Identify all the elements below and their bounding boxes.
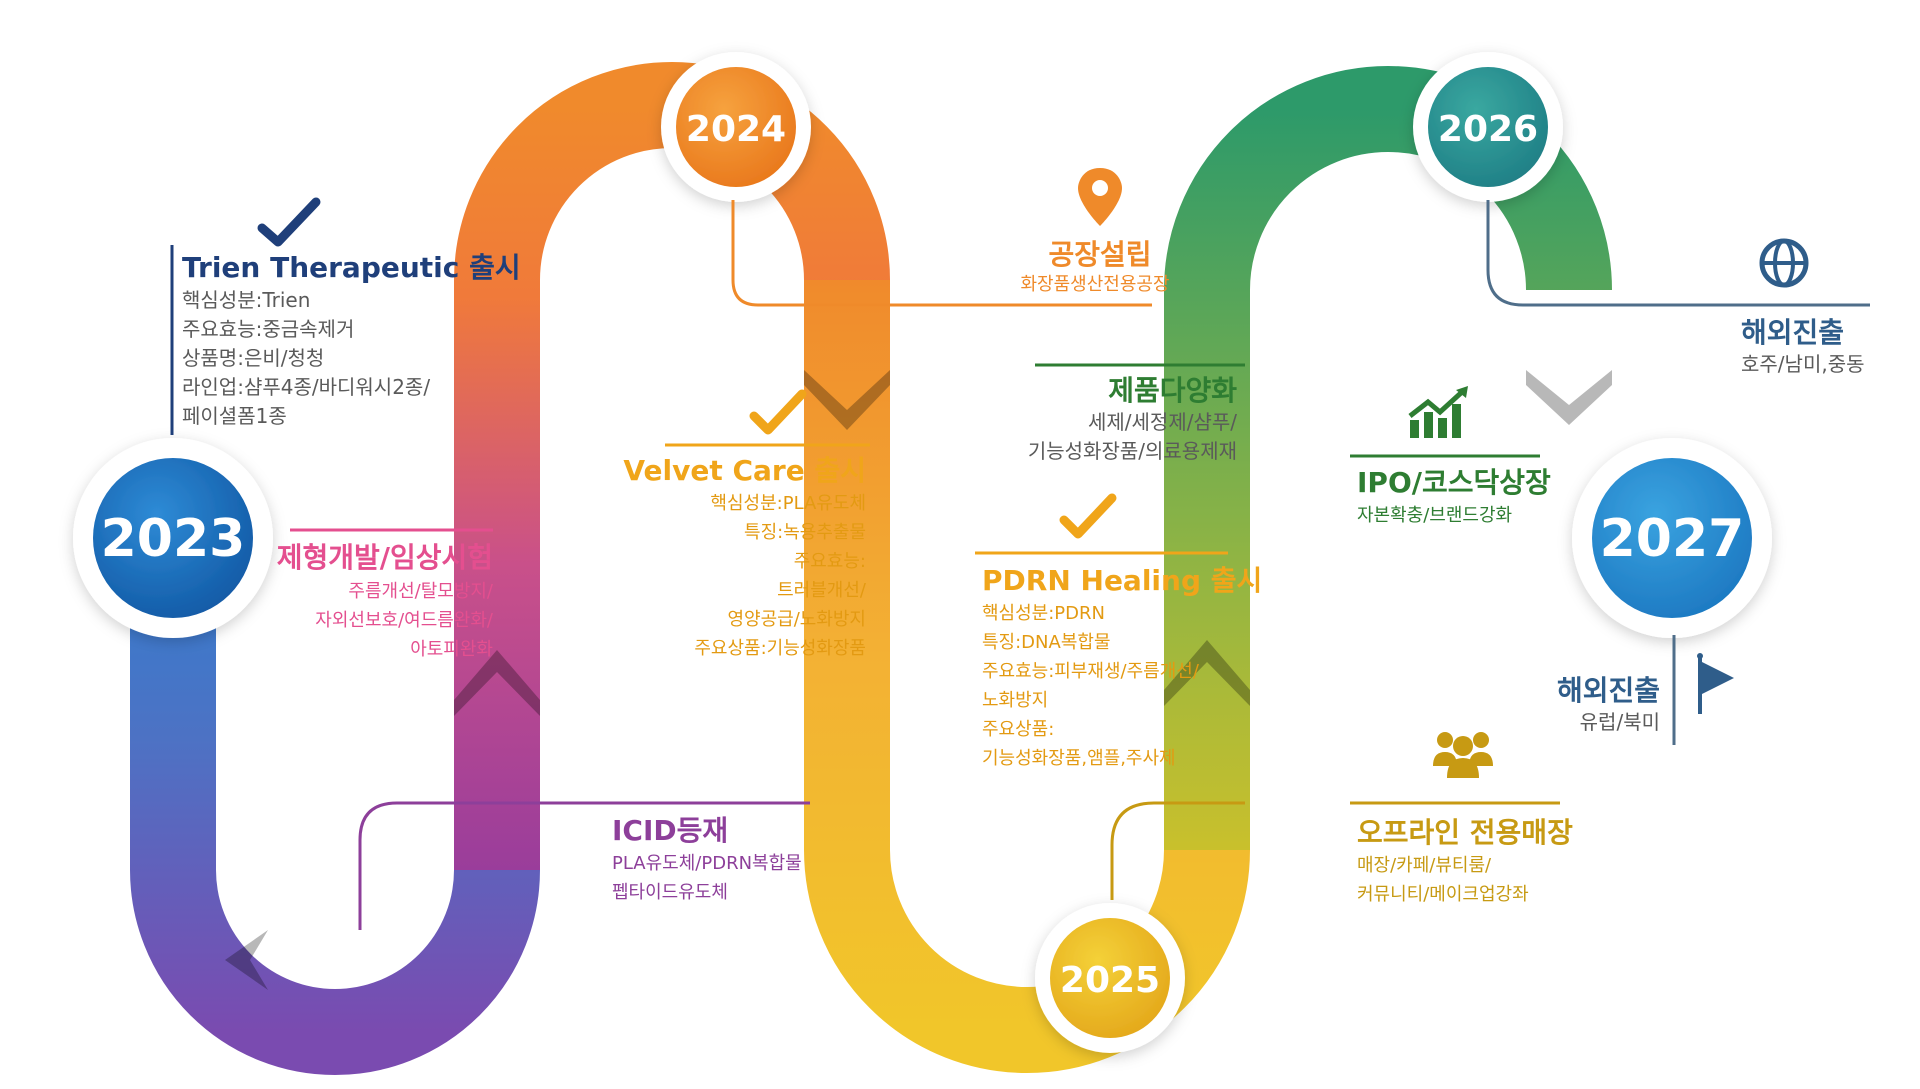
road-path — [130, 62, 1612, 1075]
factory-title: 공장설립 — [1048, 238, 1151, 271]
milestone-diversify: 제품다양화 세제/세정제/샴푸/ 기능성화장품/의료용제재 — [1028, 374, 1237, 463]
chevron-up-icon — [1164, 640, 1250, 706]
trien-line: 주요효능:중금속제거 — [182, 317, 354, 341]
year-badge-2025: 2025 — [1035, 903, 1185, 1053]
overseas2-title: 해외진출 — [1557, 674, 1660, 707]
year-label-2026: 2026 — [1438, 109, 1538, 150]
chevron-down-icon — [1526, 370, 1612, 425]
milestone-pdrn: PDRN Healing 출시 핵심성분:PDRN 특징:DNA복합물 주요효능… — [982, 564, 1262, 769]
formulation-line: 아토피완화 — [410, 639, 493, 660]
velvet-line: 핵심성분:PLA유도체 — [710, 493, 866, 514]
globe-icon — [1759, 238, 1809, 288]
year-badge-2027: 2027 — [1572, 438, 1772, 638]
ipo-title: IPO/코스닥상장 — [1357, 466, 1551, 499]
year-badge-2024: 2024 — [661, 52, 811, 202]
pdrn-line: 노화방지 — [982, 690, 1048, 711]
icid-title: ICID등재 — [612, 814, 728, 847]
velvet-title: Velvet Care 출시 — [623, 454, 866, 487]
chevron-up-icon — [454, 650, 540, 716]
checkmark-icon — [749, 389, 807, 435]
milestone-offline: 오프라인 전용매장 매장/카페/뷰티룸/ 커뮤니티/메이크업강좌 — [1357, 816, 1573, 905]
factory-connector — [731, 200, 1152, 307]
pdrn-bottom-connector — [1110, 801, 1245, 900]
diversify-title: 제품다양화 — [1108, 374, 1237, 407]
diversify-line: 세제/세정제/샴푸/ — [1088, 410, 1237, 434]
pdrn-line: 주요상품: — [982, 719, 1054, 740]
growth-chart-icon — [1408, 386, 1468, 438]
trien-line: 라인업:샴푸4종/바디워시2종/ — [182, 375, 430, 399]
velvet-line: 영양공급/노화방지 — [727, 609, 866, 630]
offline-title: 오프라인 전용매장 — [1357, 816, 1573, 849]
pdrn-title: PDRN Healing 출시 — [982, 564, 1262, 597]
chevron-left-icon — [225, 930, 268, 990]
formulation-line: 자외선보호/여드름완화/ — [315, 610, 494, 631]
trien-line: 핵심성분:Trien — [182, 288, 310, 312]
icid-line: PLA유도체/PDRN복합물 — [612, 853, 802, 874]
overseas1-title: 해외진출 — [1741, 316, 1844, 349]
overseas2-line: 유럽/북미 — [1580, 710, 1660, 734]
trien-line: 페이셜폼1종 — [182, 404, 287, 428]
milestone-overseas-1: 해외진출 호주/남미,중동 — [1741, 316, 1865, 376]
people-group-icon — [1433, 732, 1493, 778]
year-label-2024: 2024 — [686, 109, 786, 150]
diversify-line: 기능성화장품/의료용제재 — [1028, 439, 1237, 463]
pdrn-line: 기능성화장품,앰플,주사제 — [982, 748, 1176, 769]
year-label-2027: 2027 — [1600, 509, 1745, 569]
overseas1-line: 호주/남미,중동 — [1741, 352, 1865, 376]
formulation-title: 제형개발/임상시험 — [277, 541, 493, 574]
checkmark-icon — [1059, 493, 1117, 539]
milestone-factory: 공장설립 화장품생산전용공장 — [1020, 238, 1169, 295]
pdrn-line: 특징:DNA복합물 — [982, 632, 1111, 653]
velvet-line: 트러블개선/ — [777, 580, 867, 601]
milestone-overseas-2: 해외진출 유럽/북미 — [1557, 674, 1660, 734]
road-chevrons — [225, 370, 1612, 990]
location-pin-icon — [1078, 168, 1122, 226]
milestone-velvet: Velvet Care 출시 핵심성분:PLA유도체 특징:녹용추출물 주요효능… — [623, 454, 867, 659]
ipo-line: 자본확충/브랜드강화 — [1357, 505, 1512, 526]
chevron-down-icon — [804, 370, 890, 430]
flag-icon — [1697, 653, 1734, 714]
year-badge-2026: 2026 — [1413, 52, 1563, 202]
road-segment-2023-2024 — [454, 62, 890, 870]
road-segment-2024-2025 — [804, 280, 1250, 1073]
trien-line: 상품명:은비/청청 — [182, 346, 324, 370]
pdrn-line: 핵심성분:PDRN — [982, 603, 1105, 624]
velvet-line: 주요효능: — [794, 551, 866, 572]
connector-lines — [170, 200, 1870, 930]
pdrn-line: 주요효능:피부재생/주름개선/ — [982, 661, 1200, 682]
milestone-trien: Trien Therapeutic 출시 핵심성분:Trien 주요효능:중금속… — [182, 251, 521, 428]
icid-connector — [358, 801, 810, 930]
year-label-2023: 2023 — [101, 509, 246, 569]
milestone-ipo: IPO/코스닥상장 자본확충/브랜드강화 — [1357, 466, 1551, 526]
road-segment-2023 — [130, 500, 540, 1075]
road-segment-2025-2026 — [1164, 66, 1612, 850]
factory-line: 화장품생산전용공장 — [1020, 274, 1169, 295]
milestone-formulation: 제형개발/임상시험 주름개선/탈모방지/ 자외선보호/여드름완화/ 아토피완화 — [277, 541, 494, 660]
milestone-icid: ICID등재 PLA유도체/PDRN복합물 펩타이드유도체 — [612, 814, 802, 903]
overseas1-connector — [1486, 200, 1870, 307]
velvet-line: 특징:녹용추출물 — [744, 522, 866, 543]
year-label-2025: 2025 — [1060, 960, 1160, 1001]
offline-line: 커뮤니티/메이크업강좌 — [1357, 884, 1529, 905]
offline-line: 매장/카페/뷰티룸/ — [1357, 855, 1492, 876]
checkmark-icon — [257, 197, 321, 247]
velvet-line: 주요상품:기능성화장품 — [694, 638, 866, 659]
formulation-line: 주름개선/탈모방지/ — [348, 581, 494, 602]
icid-line: 펩타이드유도체 — [612, 882, 728, 903]
trien-title: Trien Therapeutic 출시 — [182, 251, 521, 284]
year-badge-2023: 2023 — [73, 438, 273, 638]
